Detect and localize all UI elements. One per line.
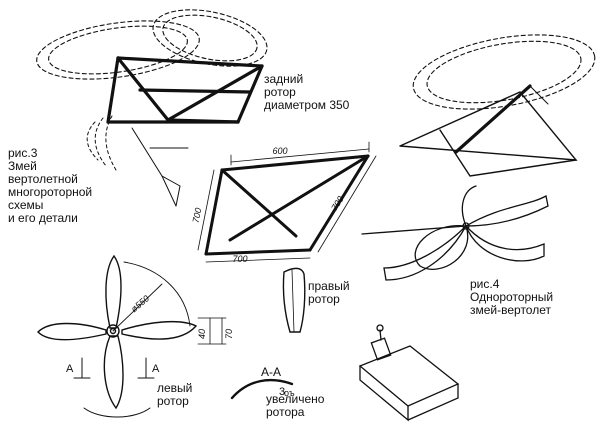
section-aa-label: А-А	[261, 365, 282, 379]
right-rotor-label: правый ротор	[308, 279, 350, 306]
section-marker-right: А	[152, 363, 160, 375]
frame-detail	[197, 141, 377, 263]
hub-detail	[358, 324, 460, 422]
single-rotor-kite	[399, 84, 578, 177]
section-enlarged-label: увеличено ротора	[266, 392, 325, 419]
section-scale: 3	[279, 386, 285, 398]
blade-section	[230, 378, 294, 400]
dim-left: 700	[191, 207, 204, 224]
fig4-caption: рис.4 Однороторный змей-вертолет	[470, 277, 554, 317]
rotor-blur-bottom-left	[86, 115, 117, 171]
dim-blade-width: 40	[197, 329, 207, 339]
rotor-blur-right	[412, 34, 596, 110]
rear-rotor-label: задний ротор диаметром 350	[264, 72, 350, 112]
dim-bottom: 700	[232, 254, 247, 264]
left-rotor-label: левый ротор	[157, 381, 193, 408]
rotor-blur-top-left	[36, 9, 268, 80]
kite-frame	[106, 56, 264, 124]
section-marker-left: А	[66, 363, 74, 375]
dim-top: 600	[272, 146, 287, 156]
kite-bridle	[131, 127, 189, 207]
fig3-caption: рис.3 Змей вертолетной многороторной схе…	[8, 146, 93, 225]
right-rotor-blade	[282, 267, 306, 333]
helix-rotor	[361, 185, 549, 281]
dim-blade-chord: 70	[224, 329, 234, 339]
four-blade-rotor	[37, 254, 227, 418]
dim-rotor-diameter: ø550	[129, 293, 151, 314]
section-tail-label: оъ	[284, 388, 295, 398]
